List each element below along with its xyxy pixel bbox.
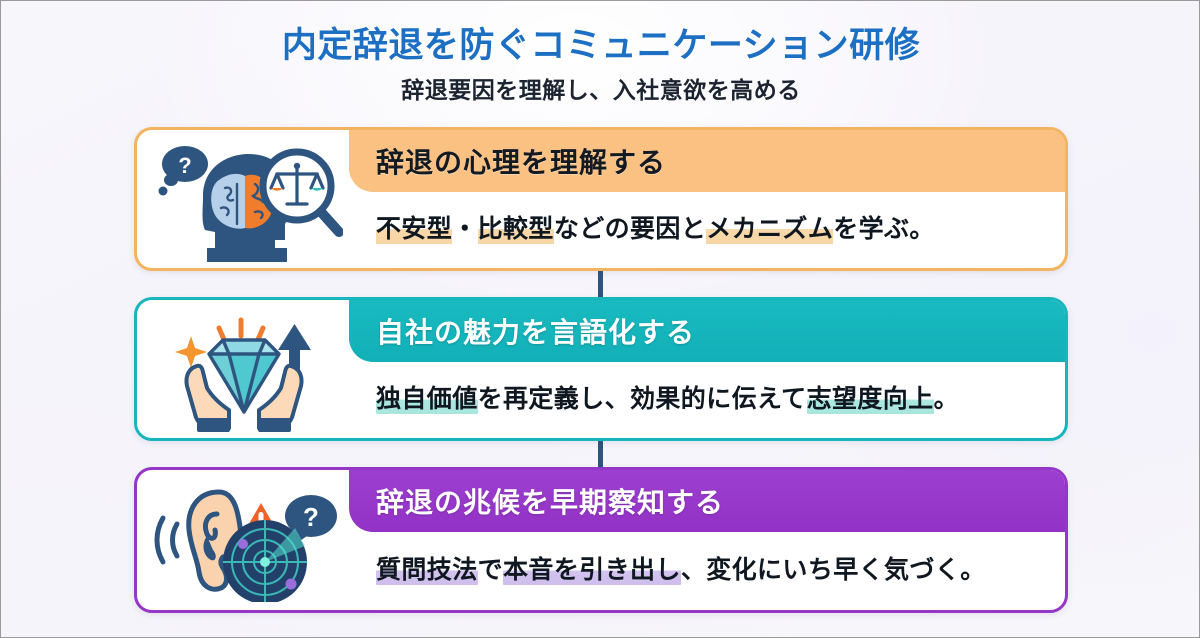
card-3-text-part-2: で	[477, 556, 504, 585]
card-2-body: 独自価値を再定義し、効果的に伝えて志望度向上。	[349, 362, 1065, 438]
card-1-heading: 辞退の心理を理解する	[376, 147, 667, 178]
card-1-text-part-1: 不安型	[376, 215, 453, 245]
step-card-3[interactable]: ? 辞退の兆候を早期察知する	[134, 467, 1068, 613]
card-1-header-band: 辞退の心理を理解する	[349, 130, 1065, 192]
ear-radar-alert-icon: ?	[145, 476, 343, 602]
card-1-text-part-4: などの要因と	[553, 215, 707, 244]
card-2-header-band: 自社の魅力を言語化する	[349, 300, 1065, 362]
card-3-text-part-3: 本音を引き出し	[503, 556, 681, 586]
card-3-text-part-4: 、変化にいち早く気づく。	[680, 556, 986, 585]
page-subtitle: 辞退要因を理解し、入社意欲を高める	[401, 77, 801, 103]
card-2-text-part-1: 独自価値	[376, 385, 478, 415]
card-2-text-part-3: 志望度向上	[806, 385, 934, 415]
card-1-text-part-5: メカニズム	[706, 215, 834, 245]
card-3-heading: 辞退の兆候を早期察知する	[376, 487, 725, 518]
hands-holding-diamond-icon	[145, 306, 343, 432]
card-1-text-part-2: ・	[452, 215, 478, 244]
card-1-text-part-6: を学ぶ。	[833, 215, 935, 244]
svg-text:?: ?	[303, 502, 319, 532]
connector-line-1	[598, 263, 603, 305]
card-2-text-part-2: を再定義し、効果的に伝えて	[477, 385, 807, 414]
card-3-text-part-1: 質問技法	[376, 556, 478, 586]
card-2-body-text: 独自価値を再定義し、効果的に伝えて志望度向上。	[376, 384, 959, 415]
card-3-body: 質問技法で本音を引き出し、変化にいち早く気づく。	[349, 532, 1065, 610]
card-3-body-text: 質問技法で本音を引き出し、変化にいち早く気づく。	[376, 555, 986, 586]
step-card-2[interactable]: 自社の魅力を言語化する 独自価値を再定義し、効果的に伝えて志望度向上。	[134, 297, 1068, 441]
step-card-1[interactable]: ?	[134, 127, 1068, 271]
card-2-text-part-4: 。	[933, 385, 959, 414]
head-brain-scales-magnifier-icon: ?	[145, 136, 343, 262]
page-title: 内定辞退を防ぐコミュニケーション研修	[281, 26, 921, 65]
card-1-body-text: 不安型・比較型などの要因とメカニズムを学ぶ。	[376, 214, 935, 245]
card-3-header-band: 辞退の兆候を早期察知する	[349, 470, 1065, 532]
svg-text:?: ?	[178, 153, 191, 178]
card-1-text-part-3: 比較型	[477, 215, 554, 245]
card-1-body: 不安型・比較型などの要因とメカニズムを学ぶ。	[349, 192, 1065, 268]
connector-line-2	[598, 431, 603, 475]
card-2-heading: 自社の魅力を言語化する	[376, 317, 696, 348]
